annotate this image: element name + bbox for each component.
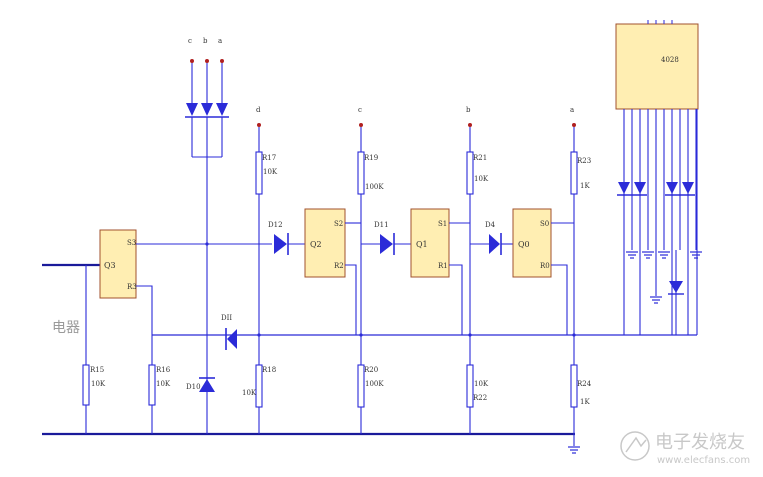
terminal-mid-b: b	[466, 106, 471, 114]
chip-q0-reset: R0	[540, 262, 550, 270]
chip-q1-set: S1	[438, 220, 447, 228]
diode-d11: D11	[374, 221, 395, 255]
d12-label: D12	[268, 221, 283, 229]
chip-q0-name: Q0	[518, 240, 530, 249]
r17-value: 10K	[263, 168, 278, 176]
diode-d12: D12	[268, 221, 289, 255]
r22-value: 10K	[474, 380, 489, 388]
r17-name: R17	[262, 154, 276, 162]
terminal-mid-d: d	[256, 106, 261, 114]
resistor-r22	[466, 364, 474, 408]
junction-dots	[205, 242, 576, 337]
diode-d4: D4	[485, 221, 502, 255]
r18-value: 10K	[242, 389, 257, 397]
watermark-main-text: 电子发烧友	[655, 432, 745, 453]
diode-d10: D10	[186, 377, 215, 392]
q3-reset-wire	[136, 285, 153, 434]
chip-q1-reset: R1	[438, 262, 448, 270]
r23-value: 1K	[580, 182, 590, 190]
r15-name: R15	[90, 366, 104, 374]
decoder-grounds	[625, 250, 703, 304]
resistor-r16	[148, 364, 156, 406]
decoder-outputs	[623, 109, 698, 335]
r15-value: 10K	[91, 380, 106, 388]
chip-q1-name: Q1	[416, 240, 428, 249]
terminal-mid-c: c	[358, 106, 362, 114]
chip-q1: Q1 S1 R1	[410, 208, 450, 278]
resistor-r24	[570, 364, 578, 408]
chip-q3-name: Q3	[104, 261, 116, 270]
d11-label: D11	[374, 221, 389, 229]
chip-q2-name: Q2	[310, 240, 322, 249]
resistor-r20	[357, 364, 365, 408]
r16-name: R16	[156, 366, 171, 374]
resistor-r21	[466, 151, 474, 195]
resistor-r15	[82, 364, 90, 406]
resistor-r23	[570, 151, 578, 195]
chip-q2-set: S2	[334, 220, 343, 228]
chip-q2-reset: R2	[334, 262, 344, 270]
top-diode-cluster: c b a	[185, 37, 229, 434]
r24-name: R24	[577, 380, 592, 388]
terminal-top-a: a	[218, 37, 222, 45]
ground-symbol-main	[567, 446, 581, 454]
r19-name: R19	[364, 154, 378, 162]
chip-decoder-4028: 4028	[615, 20, 699, 110]
d4-label: D4	[485, 221, 496, 229]
r21-value: 10K	[474, 175, 489, 183]
r21-name: R21	[473, 154, 487, 162]
chip-q0-set: S0	[540, 220, 549, 228]
chip-q3-reset: R3	[127, 283, 137, 291]
decoder-diode-lower	[668, 281, 684, 295]
r23-name: R23	[577, 157, 591, 165]
terminal-mid-a: a	[570, 106, 574, 114]
r24-value: 1K	[580, 398, 590, 406]
r18-name: R18	[262, 366, 276, 374]
side-label: 电器	[52, 320, 80, 336]
chip-q0: Q0 S0 R0	[512, 208, 552, 278]
chip-q2: Q2 S2 R2	[304, 208, 346, 278]
decoder-diode-pair-left	[617, 182, 647, 196]
chip-q3-set: S3	[127, 239, 136, 247]
decoder-diode-pair-right	[665, 182, 695, 196]
r19-value: 100K	[365, 183, 384, 191]
diode-dii: DII	[221, 314, 237, 350]
terminal-top-c: c	[188, 37, 192, 45]
r20-value: 100K	[365, 380, 384, 388]
r16-value: 10K	[156, 380, 171, 388]
resistor-r18	[255, 364, 263, 408]
terminal-top-b: b	[203, 37, 208, 45]
decoder-name: 4028	[661, 56, 679, 64]
resistor-r17	[255, 151, 263, 195]
watermark: 电子发烧友 www.elecfans.com	[620, 431, 750, 466]
r20-name: R20	[364, 366, 378, 374]
d10-label: D10	[186, 383, 201, 391]
dii-label: DII	[221, 314, 232, 322]
r22-name: R22	[473, 394, 487, 402]
watermark-url: www.elecfans.com	[657, 455, 750, 466]
resistor-r19	[357, 151, 365, 195]
chip-q3: Q3 S3 R3	[99, 229, 137, 299]
